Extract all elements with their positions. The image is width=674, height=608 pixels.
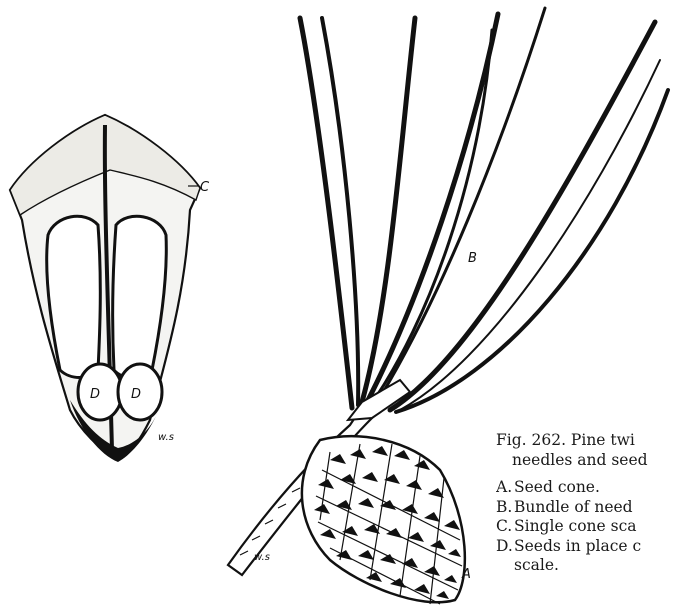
legend-text: Seed cone. <box>514 478 600 496</box>
legend-item-a: A.Seed cone. <box>496 478 674 498</box>
needle <box>396 90 668 412</box>
legend-key: A. <box>496 478 514 498</box>
legend-item-c: C.Single cone sca <box>496 517 674 537</box>
artist-signature-twig: w.s <box>254 552 270 563</box>
needle <box>300 18 352 408</box>
legend-text-continued: scale. <box>496 556 674 576</box>
caption-legend: A.Seed cone. B.Bundle of need C.Single c… <box>496 478 674 576</box>
label-b: B <box>468 251 477 266</box>
legend-text: Single cone sca <box>514 517 637 535</box>
caption-title-continued: needles and seed <box>496 450 674 470</box>
figure-caption: Fig. 262. Pine twi needles and seed A.Se… <box>496 430 674 576</box>
cone-scale-drawing: C D D w.s <box>10 115 210 462</box>
label-seed-right: D <box>131 387 141 402</box>
needle-bundle <box>300 8 668 412</box>
legend-item-b: B.Bundle of need <box>496 498 674 518</box>
label-a: A <box>461 567 471 582</box>
legend-key: B. <box>496 498 514 518</box>
label-c: C <box>200 180 210 195</box>
legend-text: Bundle of need <box>514 498 633 516</box>
legend-key: D. <box>496 537 514 557</box>
seed-cone-outline <box>302 436 465 602</box>
artist-signature-scale: w.s <box>158 432 174 443</box>
legend-text: Seeds in place c <box>514 537 641 555</box>
label-seed-left: D <box>90 387 100 402</box>
seed-cone <box>302 436 465 604</box>
legend-key: C. <box>496 517 514 537</box>
caption-title: Fig. 262. Pine twi <box>496 430 674 450</box>
